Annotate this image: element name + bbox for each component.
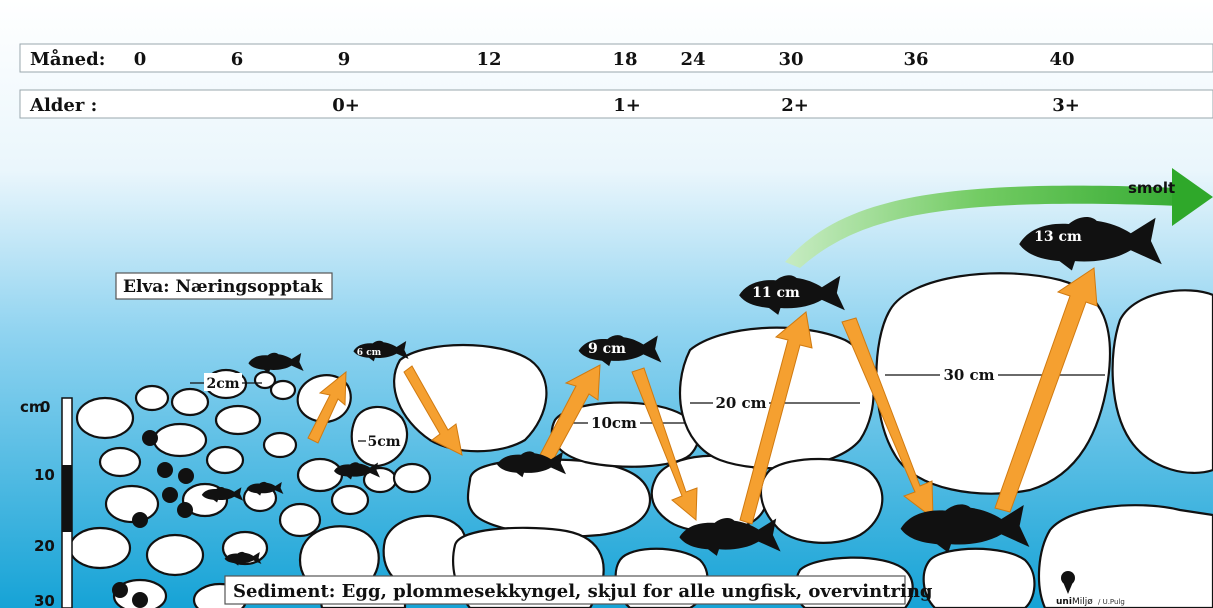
month-tick: 18: [612, 49, 637, 70]
fish-size: 6 cm: [357, 348, 382, 358]
river-feeding-label: Elva: Næringsopptak: [123, 277, 324, 297]
month-tick: 24: [680, 49, 705, 70]
depth-tick: 20: [34, 537, 55, 555]
depth-tick: 30: [34, 592, 55, 608]
age-tick: 3+: [1052, 95, 1080, 116]
credit-author: / U.Pulg: [1098, 598, 1125, 606]
sediment-label: Sediment: Egg, plommesekkyngel, skjul fo…: [233, 581, 933, 602]
logo-bold: uni: [1056, 597, 1072, 607]
age-tick: 0+: [332, 95, 360, 116]
smolt-label: smolt: [1128, 179, 1175, 197]
fish-size: 9 cm: [588, 341, 626, 357]
stone-size: 10cm: [591, 414, 637, 432]
month-tick: 36: [903, 49, 928, 70]
month-tick: 12: [476, 49, 501, 70]
stone-size: 5cm: [367, 434, 400, 450]
month-tick: 40: [1049, 49, 1074, 70]
month-label: Måned:: [30, 47, 105, 70]
fish-size: 13 cm: [1034, 229, 1082, 245]
stone-size: 2cm: [206, 376, 239, 392]
depth-tick: 10: [34, 466, 55, 484]
age-tick: 2+: [781, 95, 809, 116]
month-tick: 9: [338, 49, 351, 70]
depth-tick: 0: [40, 398, 50, 416]
stone-size: 30 cm: [943, 366, 994, 384]
month-tick: 6: [231, 49, 244, 70]
stone-size: 20 cm: [715, 394, 766, 412]
fish-size: 11 cm: [752, 285, 800, 301]
month-tick: 30: [778, 49, 803, 70]
month-tick: 0: [134, 49, 147, 70]
age-tick: 1+: [613, 95, 641, 116]
age-label: Alder :: [29, 95, 97, 116]
logo-rest: Miljø: [1072, 597, 1093, 607]
